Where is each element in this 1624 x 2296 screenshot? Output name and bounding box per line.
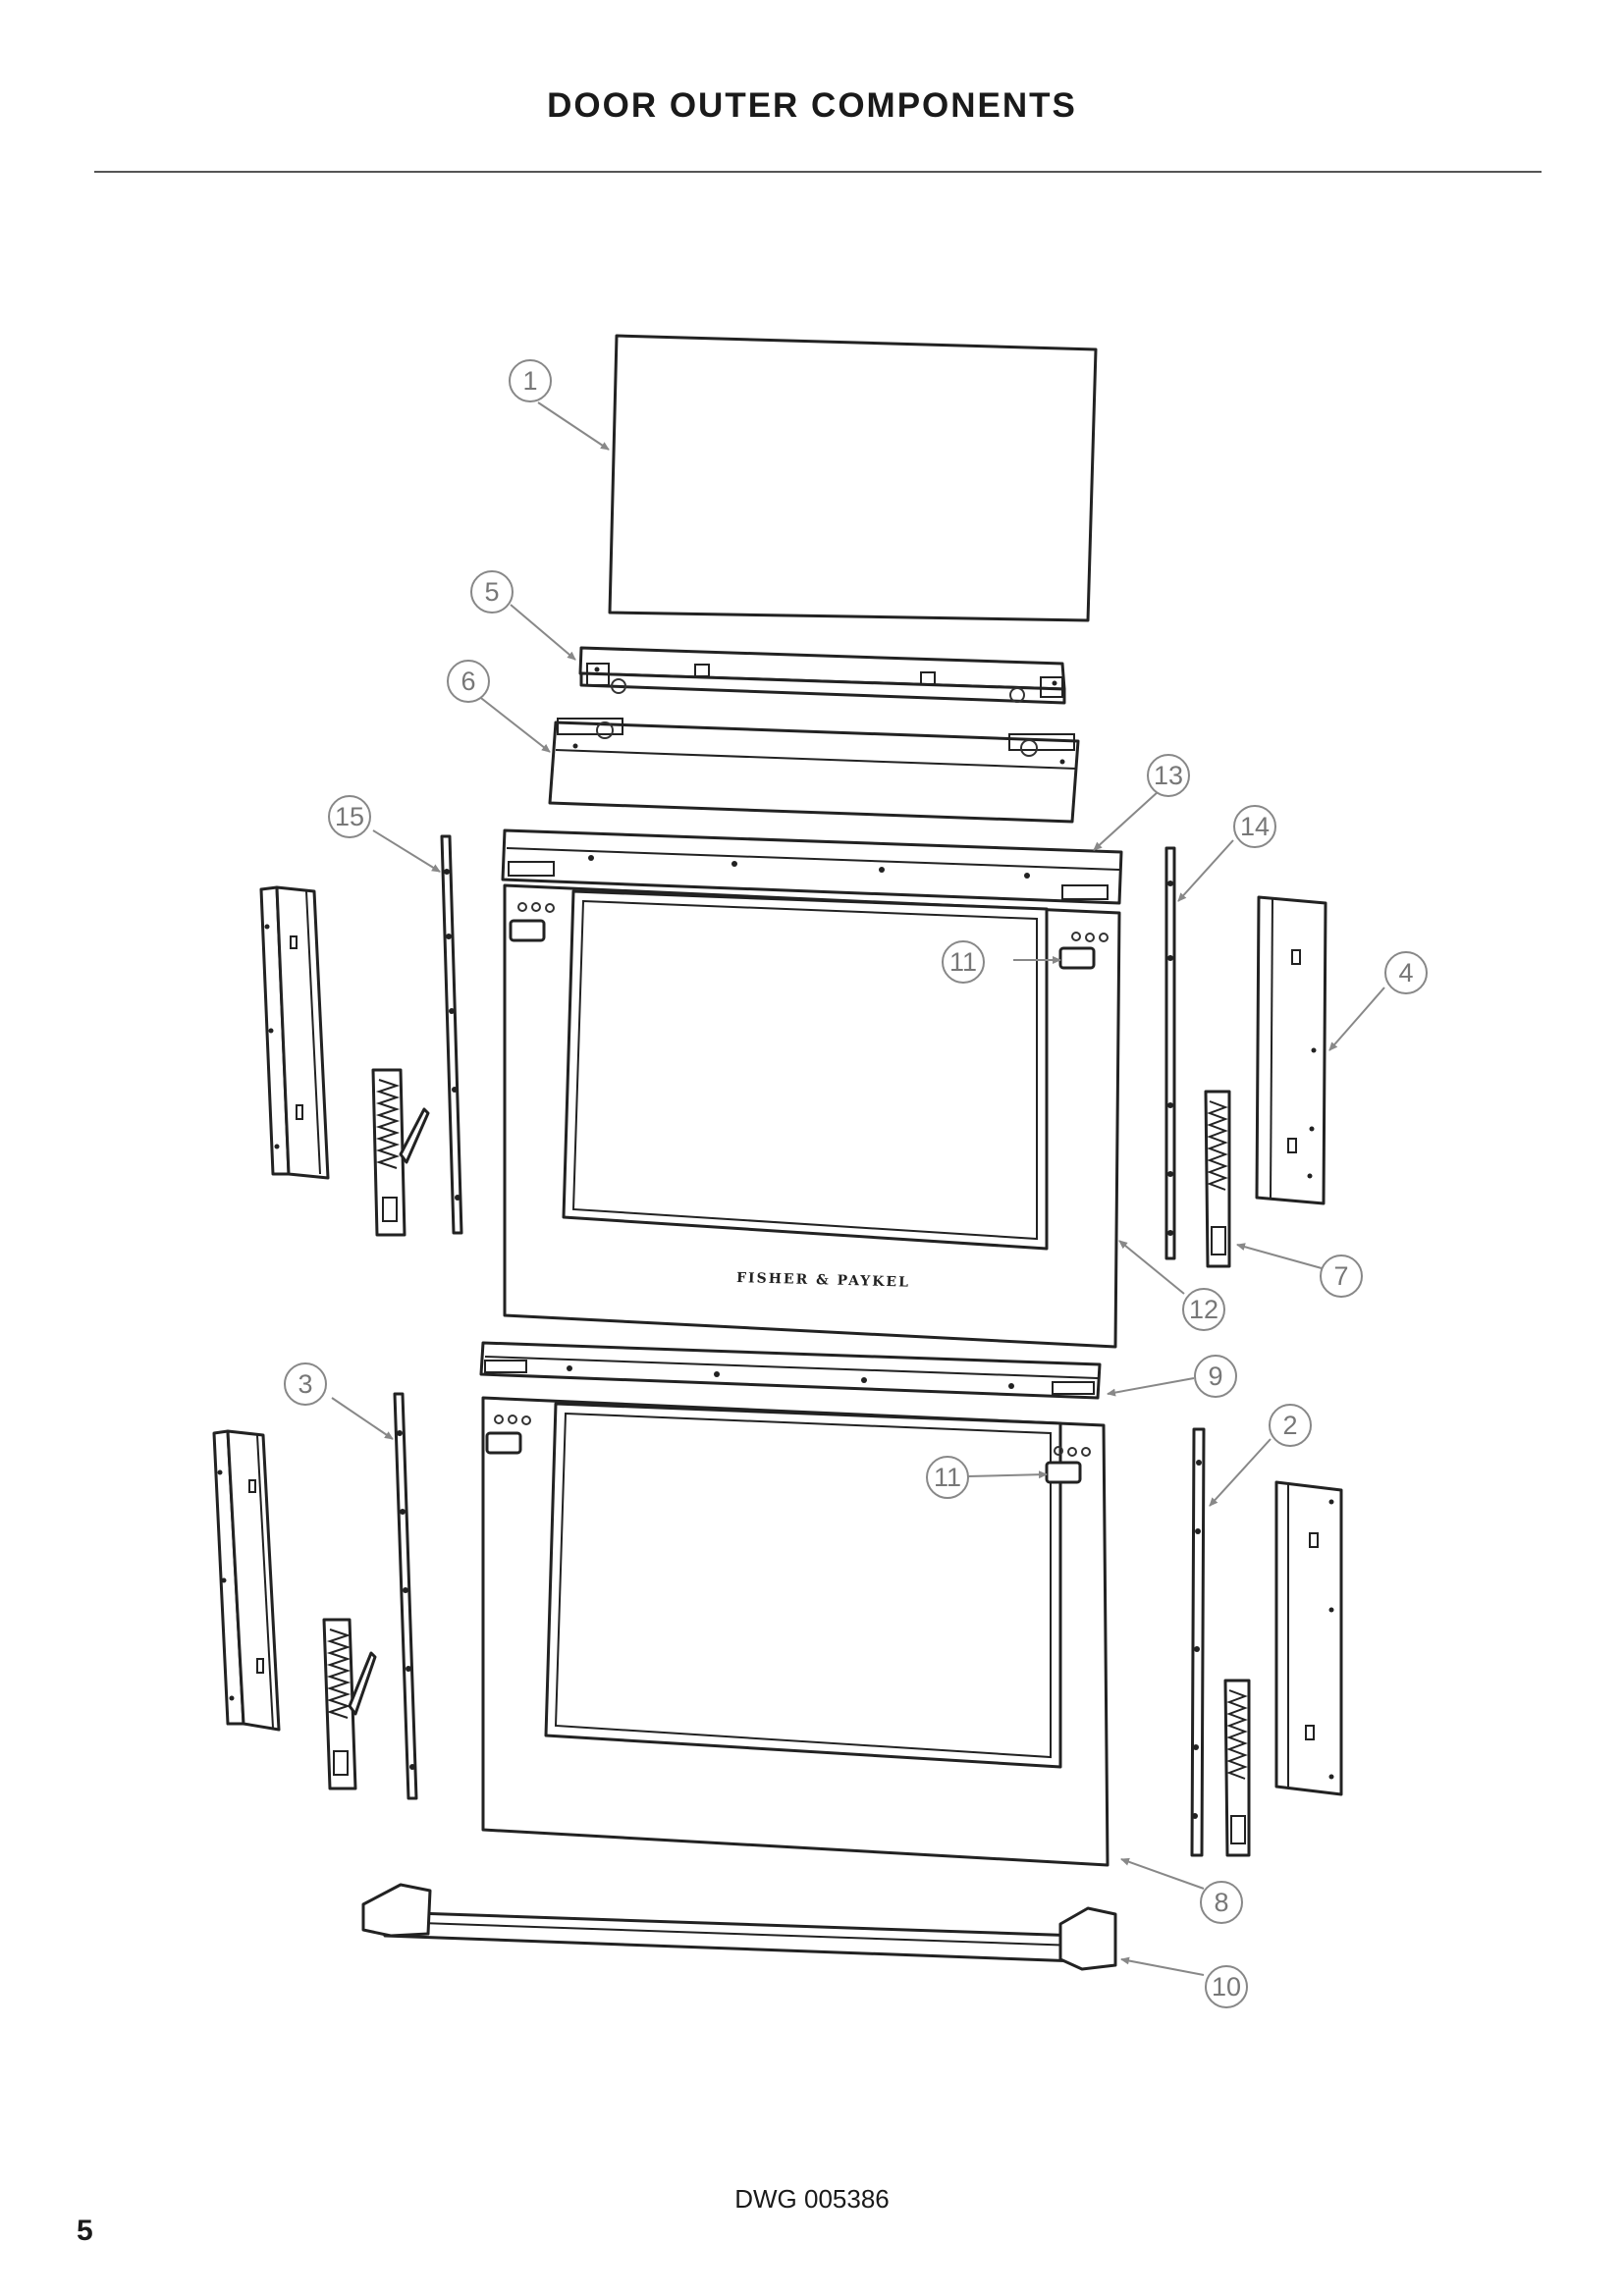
part-hinge-bracket-upper-left xyxy=(259,885,330,1180)
callout-4: 4 xyxy=(1384,951,1428,994)
callout-1: 1 xyxy=(509,359,552,402)
part-hinge-bracket-lower-left xyxy=(212,1429,281,1732)
callout-15: 15 xyxy=(328,795,371,838)
part-side-strip-15 xyxy=(440,834,463,1235)
svg-text:6: 6 xyxy=(460,667,475,696)
svg-text:5: 5 xyxy=(484,577,499,607)
callout-11-upper: 11 xyxy=(942,940,985,984)
part-hinge-upper-right xyxy=(1204,1090,1231,1268)
svg-text:14: 14 xyxy=(1240,812,1270,841)
callout-2: 2 xyxy=(1269,1404,1312,1447)
part-hinge-lower-right xyxy=(1223,1679,1251,1857)
callout-8: 8 xyxy=(1200,1881,1243,1924)
callout-3: 3 xyxy=(284,1362,327,1406)
part-side-strip-2 xyxy=(1190,1427,1206,1857)
svg-text:15: 15 xyxy=(335,802,364,831)
svg-text:7: 7 xyxy=(1333,1261,1348,1291)
svg-text:8: 8 xyxy=(1214,1888,1228,1917)
callout-11-lower: 11 xyxy=(926,1456,969,1499)
part-bracket-lower xyxy=(548,718,1080,824)
callout-12: 12 xyxy=(1182,1288,1225,1331)
svg-text:10: 10 xyxy=(1212,1972,1241,2002)
svg-text:11: 11 xyxy=(934,1463,961,1492)
svg-text:13: 13 xyxy=(1154,761,1183,790)
part-glass-panel xyxy=(608,334,1098,622)
svg-text:2: 2 xyxy=(1282,1411,1297,1440)
part-handle xyxy=(361,1883,1117,1971)
part-top-trim-lower xyxy=(479,1341,1102,1400)
svg-text:12: 12 xyxy=(1189,1295,1218,1324)
brand-mark-upper: FISHER & PAYKEL xyxy=(736,1270,910,1291)
drawing-number: DWG 005386 xyxy=(734,2184,890,2214)
page-number: 5 xyxy=(77,2215,93,2247)
part-outer-door-lower xyxy=(481,1396,1110,1867)
part-outer-door-upper: FISHER & PAYKEL xyxy=(503,883,1121,1349)
callout-7: 7 xyxy=(1320,1255,1363,1298)
part-bracket-upper xyxy=(578,646,1066,705)
svg-text:3: 3 xyxy=(298,1369,312,1399)
part-top-trim-upper xyxy=(501,828,1123,905)
part-hinge-lower-left xyxy=(322,1618,377,1790)
part-side-strip-14 xyxy=(1164,846,1176,1260)
callout-6: 6 xyxy=(447,660,490,703)
svg-text:4: 4 xyxy=(1398,958,1413,988)
part-side-strip-3 xyxy=(393,1392,418,1800)
callout-10: 10 xyxy=(1205,1965,1248,2008)
title-rule xyxy=(94,171,1542,173)
page-title: DOOR OUTER COMPONENTS xyxy=(547,86,1077,125)
part-hinge-bracket-upper-right xyxy=(1255,895,1327,1205)
svg-text:11: 11 xyxy=(949,947,977,977)
svg-text:9: 9 xyxy=(1208,1362,1222,1391)
callout-13: 13 xyxy=(1147,754,1190,797)
leader-lines xyxy=(331,401,1385,1976)
callout-5: 5 xyxy=(470,570,514,614)
part-hinge-upper-left xyxy=(371,1068,430,1237)
callout-9: 9 xyxy=(1194,1355,1237,1398)
part-hinge-bracket-lower-right xyxy=(1274,1480,1343,1796)
callout-14: 14 xyxy=(1233,805,1276,848)
svg-text:1: 1 xyxy=(522,366,537,396)
